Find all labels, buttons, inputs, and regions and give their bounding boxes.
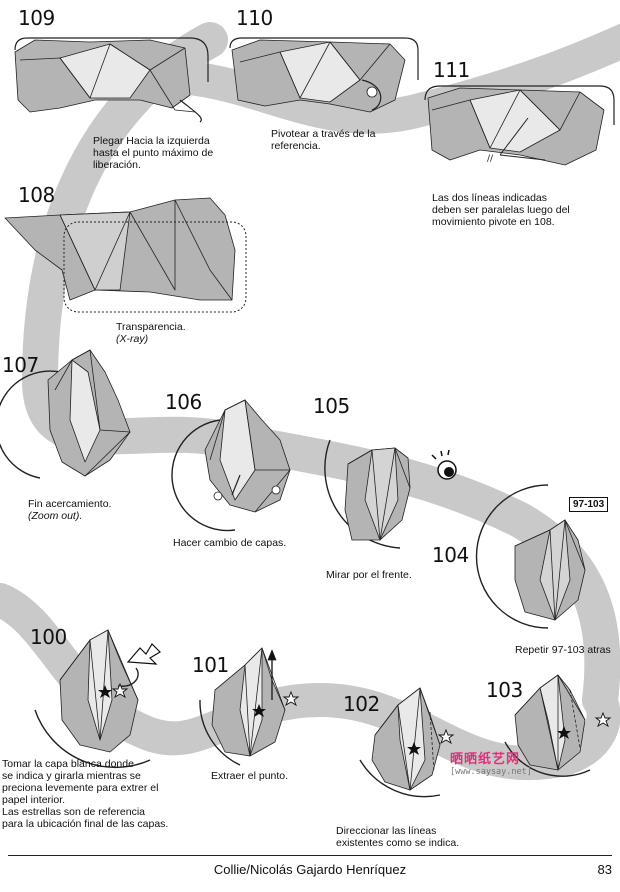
step-number-104: 104 — [432, 543, 469, 567]
step-number-108: 108 — [18, 183, 55, 207]
diagram-step-105 — [324, 439, 411, 549]
diagram-step-111: // — [424, 85, 615, 166]
diagram-step-104 — [475, 484, 586, 629]
caption-109: Plegar Hacia la izquierda hasta el punto… — [93, 135, 214, 171]
step-number-107: 107 — [2, 353, 39, 377]
diagram-step-101 — [199, 647, 286, 766]
step-number-101: 101 — [192, 653, 229, 677]
footer-divider — [8, 855, 612, 856]
caption-100: Tomar la capa blanca donde se indica y g… — [2, 758, 169, 830]
step-number-105: 105 — [313, 394, 350, 418]
step-number-111: 111 — [433, 58, 470, 82]
diagram-step-108 — [4, 197, 247, 313]
watermark-url: [www.saysay.net] — [450, 767, 532, 777]
caption-104: Repetir 97-103 atras — [515, 644, 611, 656]
page-number: 83 — [597, 862, 612, 877]
caption-108: Transparencia. (X-ray) — [116, 321, 186, 345]
diagram-step-109 — [14, 37, 209, 123]
diagram-step-102 — [359, 687, 441, 798]
step-number-106: 106 — [165, 390, 202, 414]
step-number-102: 102 — [343, 692, 380, 716]
step-number-100: 100 — [30, 625, 67, 649]
caption-105: Mirar por el frente. — [326, 569, 412, 581]
step-number-109: 109 — [18, 6, 55, 30]
diagram-step-106 — [171, 399, 291, 532]
eye-icon — [431, 449, 457, 480]
star-filled-icon — [98, 685, 571, 755]
step-number-103: 103 — [486, 678, 523, 702]
arrow-icon — [126, 643, 161, 665]
reference-box: 97-103 — [569, 497, 609, 512]
caption-102: Direccionar las líneas existentes como s… — [336, 825, 460, 849]
diagram-step-100 — [34, 629, 151, 769]
watermark-title: 晒晒纸艺网 — [450, 752, 521, 767]
diagram-step-110 — [229, 37, 419, 113]
footer-credit: Collie/Nicolás Gajardo Henríquez — [213, 862, 407, 877]
caption-110: Pivotear a través de la referencia. — [271, 128, 376, 152]
step-number-110: 110 — [236, 6, 273, 30]
diagram-step-107 — [0, 349, 131, 479]
svg-text://: // — [487, 154, 494, 164]
star-outline-icon — [111, 682, 612, 745]
caption-101: Extraer el punto. — [211, 770, 289, 782]
diagram-step-103 — [504, 674, 591, 777]
caption-111: Las dos líneas indicadas deben ser paral… — [432, 192, 570, 228]
caption-107: Fin acercamiento. (Zoom out). — [28, 498, 112, 522]
caption-106: Hacer cambio de capas. — [173, 537, 287, 549]
